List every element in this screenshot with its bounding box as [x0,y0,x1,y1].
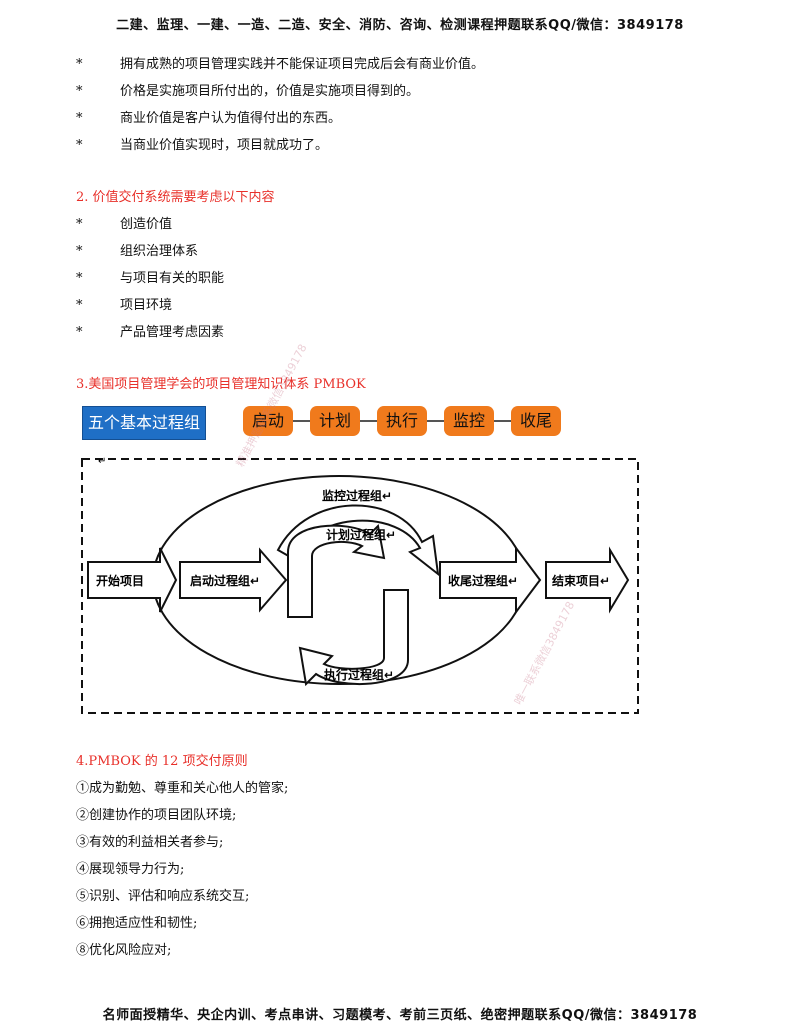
section3-heading: 3.美国项目管理学会的项目管理知识体系 PMBOK [76,377,366,392]
phase-connector [427,420,444,422]
start-label: 开始项目 [96,573,144,588]
phase-execute: 执行 [377,406,427,436]
section2-heading: 2. 价值交付系统需要考虑以下内容 [76,190,275,205]
list-item: *项目环境 [76,298,173,313]
five-process-groups-label: 五个基本过程组 [82,406,206,440]
process-group-diagram: ↵ 开始项目 启动过程组↵ 收尾过程组↵ 结束项目↵ 监控过程组↵ 计划过程组↵… [81,456,639,714]
close-arrow [439,545,542,615]
list-item: ⑥拥抱适应性和韧性; [76,916,198,931]
list-item: ⑤识别、评估和响应系统交互; [76,889,250,904]
phase-initiate: 启动 [243,406,293,436]
plan-arrow [287,523,386,618]
initiate-arrow [179,547,288,613]
list-item: ⑧优化风险应对; [76,943,172,958]
start-arrow [87,547,178,613]
phase-close: 收尾 [511,406,561,436]
list-item: *价格是实施项目所付出的，价值是实施项目得到的。 [76,84,420,99]
list-item: ④展现领导力行为; [76,862,185,877]
close-label: 收尾过程组↵ [448,573,518,588]
list-item: *商业价值是客户认为值得付出的东西。 [76,111,342,126]
list-item: ①成为勤勉、尊重和关心他人的管家; [76,781,289,796]
list-item: *与项目有关的职能 [76,271,225,286]
phase-connector [494,420,511,422]
end-label: 结束项目↵ [552,573,610,588]
dashed-frame [81,458,639,714]
monitor-label: 监控过程组↵ [322,488,392,503]
corner-mark: ↵ [98,456,106,467]
list-item: *拥有成熟的项目管理实践并不能保证项目完成后会有商业价值。 [76,57,485,72]
execute-label: 执行过程组↵ [324,667,394,682]
initiate-label: 启动过程组↵ [190,573,260,588]
page-footer: 名师面授精华、央企内训、考点串讲、习题模考、考前三页纸、绝密押题联系QQ/微信：… [102,1008,698,1023]
list-item: *组织治理体系 [76,244,199,259]
phase-connector [293,420,310,422]
list-item: *当商业价值实现时，项目就成功了。 [76,138,329,153]
list-item: ②创建协作的项目团队环境; [76,808,237,823]
phase-plan: 计划 [310,406,360,436]
plan-label: 计划过程组↵ [326,527,396,542]
phase-connector [360,420,377,422]
list-item: *创造价值 [76,217,173,232]
watermark: 精准押题联系微信3849178 [233,341,310,470]
section4-heading: 4.PMBOK 的 12 项交付原则 [76,754,248,769]
list-item: *产品管理考虑因素 [76,325,225,340]
end-arrow [545,546,630,614]
page-header: 二建、监理、一建、一造、二造、安全、消防、咨询、检测课程押题联系QQ/微信：38… [116,18,684,33]
phase-monitor: 监控 [444,406,494,436]
execute-arrow [298,589,409,687]
list-item: ③有效的利益相关者参与; [76,835,224,850]
